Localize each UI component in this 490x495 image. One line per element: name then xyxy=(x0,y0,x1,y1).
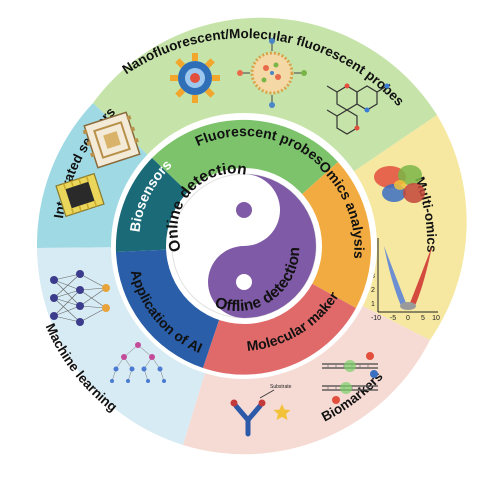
volcano-ytick: 1 xyxy=(371,301,375,308)
volcano-xtick: 10 xyxy=(432,315,440,322)
omics-cluster-plot-icon xyxy=(374,165,425,203)
antibody-icon: Substrate xyxy=(230,384,292,437)
volcano-xtick: 0 xyxy=(406,315,410,322)
volcano-xtick: -5 xyxy=(390,315,396,322)
gear-nanoparticle-icon xyxy=(170,53,220,103)
microfluidic-chip-icon xyxy=(55,172,105,218)
volcano-xtick: -10 xyxy=(371,315,381,322)
yang-dot xyxy=(236,274,252,290)
sensor-chip-icon xyxy=(82,111,141,169)
substrate-star-icon xyxy=(273,404,291,420)
volcano-xtick: 5 xyxy=(421,315,425,322)
offline-yin-half xyxy=(208,174,316,318)
neural-network-icon xyxy=(50,270,110,326)
volcano-ytick: 2 xyxy=(371,287,375,294)
dna-probe-icon xyxy=(322,352,378,404)
micelle-nanoparticle-icon xyxy=(237,38,307,108)
yin-dot xyxy=(236,202,252,218)
molecule-structure-icon xyxy=(326,83,390,135)
substrate-label: Substrate xyxy=(270,384,292,390)
tree-network-icon xyxy=(110,342,166,383)
yin-yang-center xyxy=(166,168,322,324)
